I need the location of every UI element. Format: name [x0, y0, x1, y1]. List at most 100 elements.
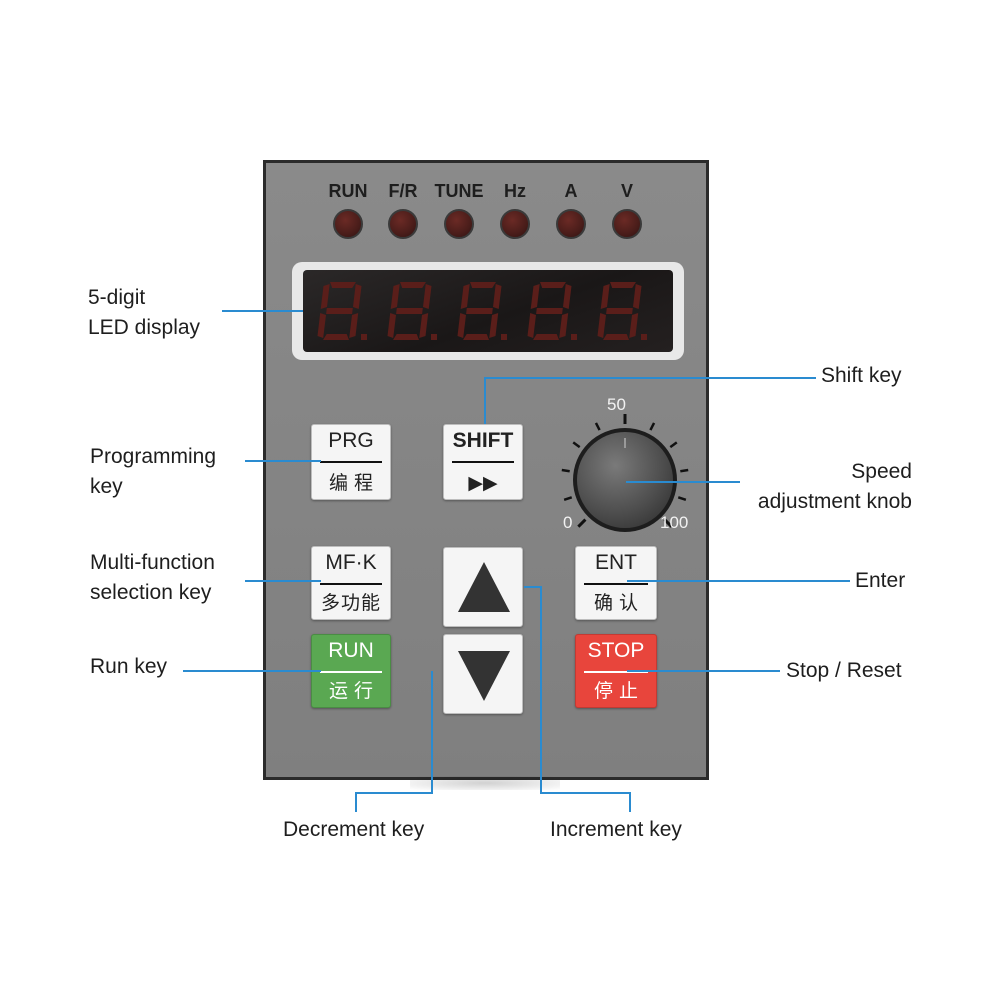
led-segment: [527, 313, 536, 338]
led-segment: [400, 282, 426, 288]
indicator-label-fr: F/R: [388, 181, 418, 201]
callout-programming-key-line1: Programming: [90, 445, 217, 468]
led-segment: [603, 334, 629, 340]
led-decimal-point: [361, 334, 367, 340]
led-segment: [419, 313, 429, 338]
stop-key-sub-label: 停止: [593, 681, 644, 702]
knob-tick: [663, 518, 673, 528]
prg-key-divider: [320, 461, 382, 463]
knob-tick: [677, 496, 687, 501]
led-segment: [530, 284, 540, 309]
callout-speed-knob-line1: Speed: [851, 460, 912, 483]
callout-programming-key-line2: key: [90, 475, 123, 498]
led-segment: [597, 313, 606, 338]
callout-led-display: 5-digit LED display: [88, 283, 200, 343]
led-segment: [349, 313, 359, 338]
callout-led-display-line1: 5-digit: [88, 286, 146, 309]
knob-scale-max: 100: [660, 513, 689, 532]
led-segment: [606, 308, 633, 314]
led-digit: [597, 282, 647, 340]
callout-enter: Enter: [855, 569, 906, 592]
led-segment: [463, 334, 489, 340]
knob-cap: [577, 432, 673, 528]
speed-knob-assembly: [550, 395, 700, 545]
mf-k-key-sub-label: 多功能: [320, 593, 381, 614]
shift-key-arrows-icon: ▶▶: [468, 473, 498, 494]
led-display: [303, 270, 673, 352]
indicator-label-tune: TUNE: [434, 181, 484, 201]
callout-led-display-line2: LED display: [88, 316, 201, 339]
led-segment: [629, 313, 639, 338]
run-key-label: RUN: [328, 639, 374, 662]
led-segment: [330, 282, 356, 288]
callout-multi-function-key-line1: Multi-function: [90, 551, 215, 574]
knob-tick: [572, 441, 581, 449]
stop-key-label: STOP: [587, 639, 645, 662]
prg-key-label: PRG: [328, 429, 374, 452]
indicator-led-run: [333, 209, 363, 239]
callout-run-key: Run key: [90, 655, 168, 678]
callout-multi-function-key-line2: selection key: [90, 581, 212, 604]
led-decimal-point: [501, 334, 507, 340]
shift-key-label: SHIFT: [452, 429, 514, 452]
prg-key-sub-label: 编程: [328, 473, 379, 494]
led-segment: [320, 284, 330, 309]
indicator-led-fr: [388, 209, 418, 239]
callout-speed-knob-line2: adjustment knob: [757, 490, 912, 513]
callout-speed-knob: Speed adjustment knob: [720, 457, 912, 517]
indicator-label-v: V: [620, 181, 633, 201]
led-segment: [390, 284, 400, 309]
led-segment: [466, 308, 493, 314]
indicator-label-hz: Hz: [504, 181, 526, 201]
leader-shift-key: [484, 377, 816, 424]
panel-shadow: [410, 776, 560, 790]
led-segment: [323, 334, 349, 340]
indicator-label-a: A: [564, 181, 578, 201]
led-segment: [633, 284, 642, 309]
knob-tick: [594, 422, 601, 431]
led-segment: [460, 284, 470, 309]
speed-knob[interactable]: [550, 395, 700, 545]
led-segment: [457, 313, 466, 338]
mf-k-key[interactable]: MF·K 多功能: [311, 546, 391, 620]
leader-increment-key: [524, 586, 631, 812]
ent-key-sub-label: 确认: [593, 593, 644, 614]
shift-key[interactable]: SHIFT ▶▶: [443, 424, 523, 500]
mf-k-key-label: MF·K: [325, 551, 377, 574]
knob-tick: [649, 422, 656, 431]
led-segment: [393, 334, 419, 340]
callout-increment-key: Increment key: [550, 818, 682, 841]
led-digits: [317, 282, 647, 340]
ent-key[interactable]: ENT 确认: [575, 546, 657, 620]
mf-k-key-divider: [320, 583, 382, 585]
led-digit: [457, 282, 507, 340]
increment-key[interactable]: [443, 547, 523, 627]
decrement-key[interactable]: [443, 634, 523, 714]
run-key-divider: [320, 671, 382, 673]
down-arrow-icon: [458, 651, 510, 701]
led-segment: [396, 308, 423, 314]
led-decimal-point: [571, 334, 577, 340]
prg-key[interactable]: PRG 编程: [311, 424, 391, 500]
knob-tick: [680, 468, 689, 473]
callout-programming-key: Programming key: [90, 442, 216, 502]
indicator-led-tune: [444, 209, 474, 239]
indicator-label-run: RUN: [328, 181, 368, 201]
knob-tick: [561, 468, 570, 473]
led-decimal-point: [431, 334, 437, 340]
up-arrow-icon: [458, 562, 510, 612]
indicator-led-a: [556, 209, 586, 239]
ent-key-label: ENT: [595, 551, 637, 574]
led-segment: [533, 334, 559, 340]
led-segment: [387, 313, 396, 338]
knob-tick: [669, 441, 678, 449]
led-segment: [489, 313, 499, 338]
stop-key-divider: [584, 671, 648, 673]
indicator-led-v: [612, 209, 642, 239]
shift-key-divider: [452, 461, 514, 463]
led-segment: [540, 282, 566, 288]
leader-decrement-key: [355, 671, 433, 812]
led-segment: [470, 282, 496, 288]
led-segment: [353, 284, 362, 309]
